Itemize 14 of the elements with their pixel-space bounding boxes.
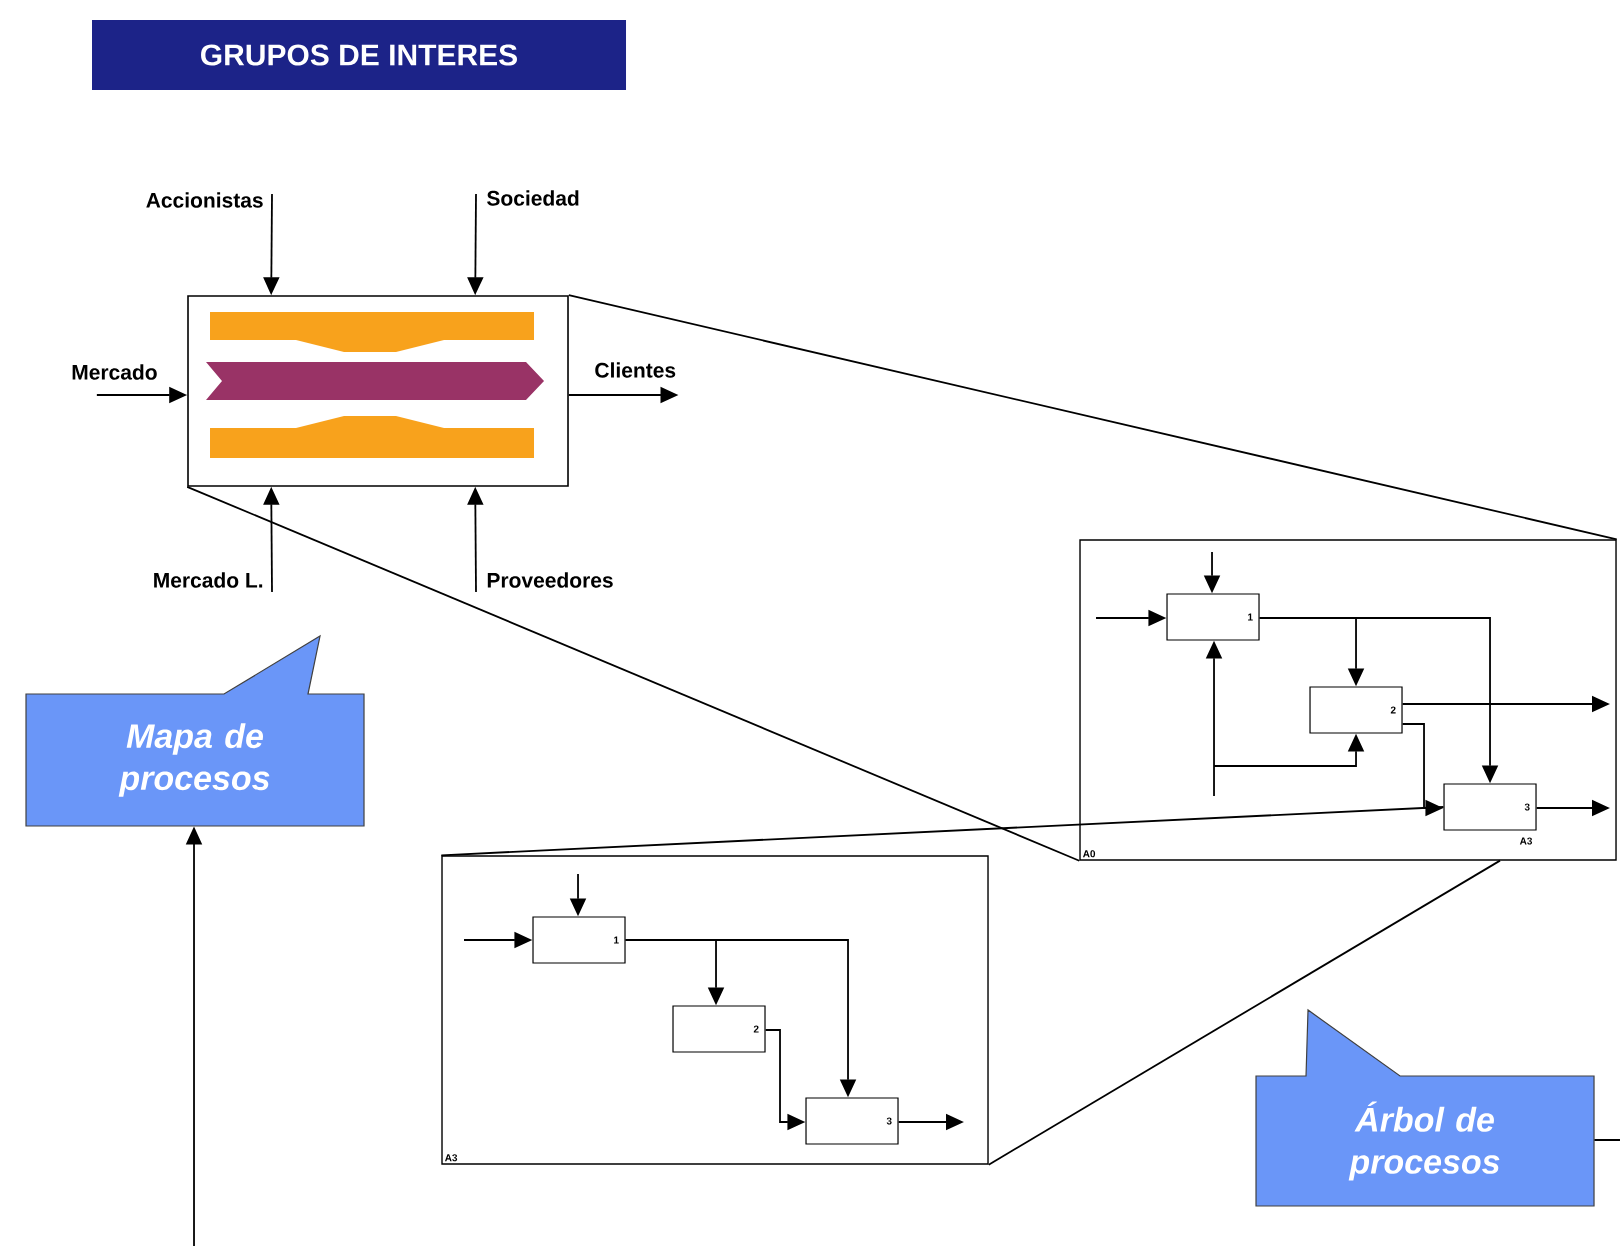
stakeholder-label: Mercado L. [154,572,263,588]
stakeholder-label: Proveedores [487,572,613,588]
connector-line [567,294,1618,541]
stakeholder-label: Clientes [595,362,676,378]
connector-line [186,485,1081,862]
connector-line [1593,1139,1620,1141]
connector-line [987,859,1501,1166]
connector-line [440,806,1445,857]
speech-callout: Mapa de procesos [25,634,365,827]
stakeholder-label: Mercado [72,364,157,380]
title-banner: GRUPOS DE INTERES [92,20,626,90]
speech-callout: Árbol de procesos [1255,1008,1595,1207]
stakeholder-label: Accionistas [146,192,263,208]
stakeholder-label: Sociedad [487,190,579,206]
